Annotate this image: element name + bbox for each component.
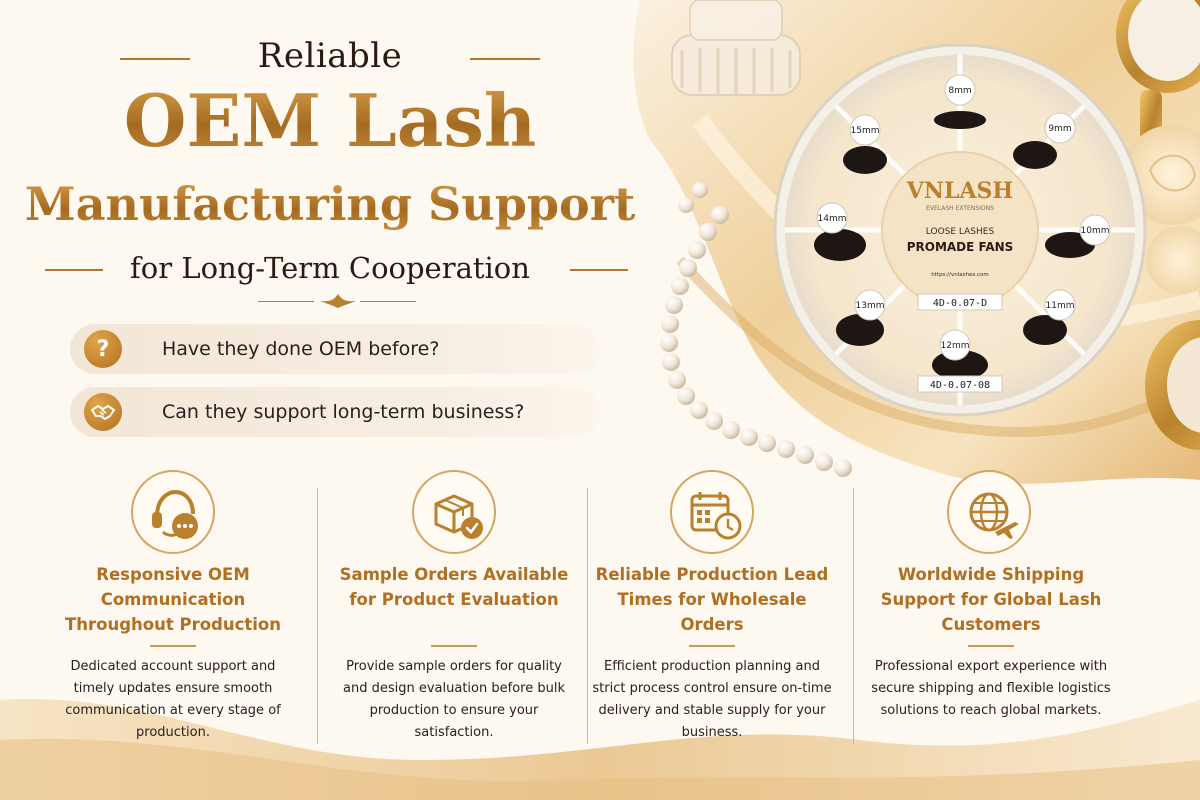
product-code-bottom: 4D-0.07-08 bbox=[930, 380, 990, 391]
product-type: LOOSE LASHES bbox=[926, 227, 995, 237]
size-label: 15mm bbox=[851, 126, 880, 136]
headline-manufacturing: Manufacturing Support bbox=[20, 176, 640, 232]
divider-line bbox=[570, 269, 628, 271]
question-pill: ? Have they done OEM before? bbox=[70, 324, 600, 374]
size-label: 11mm bbox=[1046, 301, 1075, 311]
divider-line bbox=[431, 645, 477, 647]
question-text: Can they support long-term business? bbox=[162, 401, 525, 423]
ornament-icon bbox=[320, 294, 356, 308]
column-divider bbox=[587, 488, 588, 744]
question-mark-icon: ? bbox=[84, 330, 122, 368]
question-pill: Can they support long-term business? bbox=[70, 387, 600, 437]
divider-line bbox=[470, 58, 540, 60]
divider-line bbox=[120, 58, 190, 60]
column-divider bbox=[317, 488, 318, 744]
product-code-top: 4D-0.07-D bbox=[933, 298, 987, 309]
product-name: PROMADE FANS bbox=[907, 240, 1014, 254]
feature-description: Provide sample orders for quality and de… bbox=[343, 659, 565, 740]
product-url: https://vnlashes.com bbox=[931, 272, 988, 278]
feature-title: Reliable Production Lead Times for Whole… bbox=[595, 565, 829, 634]
divider-line bbox=[968, 645, 1014, 647]
globe-plane-icon bbox=[947, 470, 1031, 554]
lash-tray-product: 8mm 9mm 10mm 11mm 12mm 13mm 14mm 15mm VN… bbox=[773, 43, 1147, 417]
feature-title: Worldwide Shipping Support for Global La… bbox=[880, 565, 1102, 634]
hero-section: Reliable OEM Lash Manufacturing Support … bbox=[0, 0, 680, 470]
divider-line bbox=[45, 269, 103, 271]
feature-description: Dedicated account support and timely upd… bbox=[65, 659, 281, 740]
size-label: 10mm bbox=[1081, 226, 1110, 236]
feature-description: Efficient production planning and strict… bbox=[592, 659, 832, 740]
question-text: Have they done OEM before? bbox=[162, 338, 440, 360]
headset-chat-icon bbox=[131, 470, 215, 554]
size-label: 8mm bbox=[948, 86, 971, 96]
box-check-icon bbox=[412, 470, 496, 554]
headline-reliable: Reliable bbox=[257, 36, 403, 76]
feature-title: Responsive OEM Communication Throughout … bbox=[64, 565, 282, 634]
divider-line bbox=[689, 645, 735, 647]
column-divider bbox=[853, 488, 854, 744]
divider-line bbox=[360, 301, 416, 302]
divider-line bbox=[150, 645, 196, 647]
headline-long-term: for Long-Term Cooperation bbox=[130, 251, 530, 285]
size-label: 12mm bbox=[941, 341, 970, 351]
calendar-clock-icon bbox=[670, 470, 754, 554]
divider-line bbox=[258, 301, 314, 302]
size-label: 13mm bbox=[856, 301, 885, 311]
feature-title: Sample Orders Available for Product Eval… bbox=[339, 565, 569, 609]
brand-sub: EVELASH EXTENSIONS bbox=[926, 205, 994, 212]
size-label: 9mm bbox=[1048, 124, 1071, 134]
headline-oem-lash: OEM Lash bbox=[40, 78, 620, 164]
size-label: 14mm bbox=[818, 214, 847, 224]
brand-logo: VNLASH bbox=[906, 178, 1013, 204]
handshake-icon bbox=[84, 393, 122, 431]
feature-description: Professional export experience with secu… bbox=[871, 659, 1111, 718]
